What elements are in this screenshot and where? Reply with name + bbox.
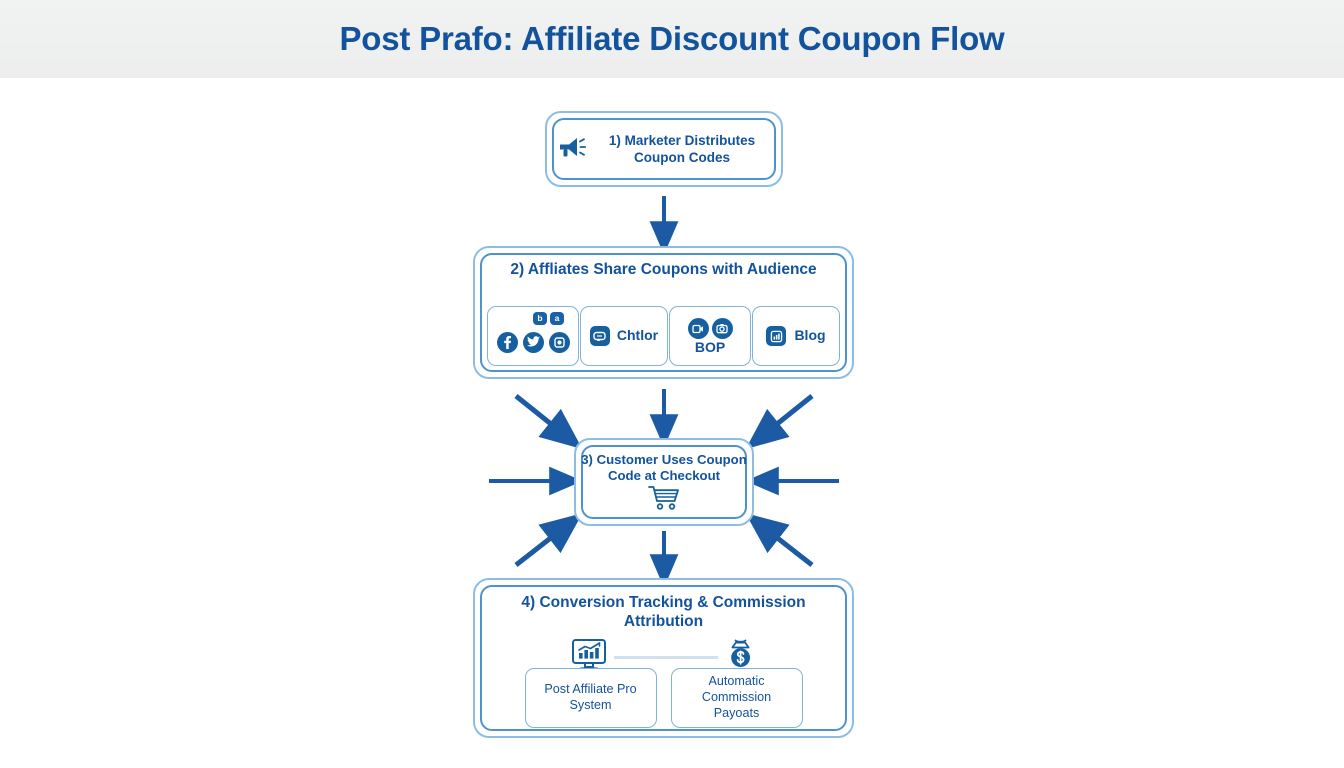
chip-blog-label: Blog <box>794 327 826 344</box>
step1-inner-border <box>552 118 776 180</box>
step3-title: 3) Customer Uses Coupon Code at Checkout <box>581 452 747 484</box>
header-band <box>0 0 1344 78</box>
arrow-top-right-to-step3 <box>745 394 814 450</box>
step3-box[interactable]: 3) Customer Uses Coupon Code at Checkout <box>574 438 754 526</box>
chip-bop-label: BOP <box>694 339 726 356</box>
megaphone-icon <box>557 135 587 164</box>
shopping-cart-icon <box>576 485 752 516</box>
chip-social-networks[interactable]: b a <box>487 306 579 366</box>
step4-box[interactable]: 4) Conversion Tracking & Commission Attr… <box>473 578 854 738</box>
step2-title: 2) Affliates Share Coupons with Audience <box>510 261 817 278</box>
badge-a-icon: a <box>550 312 564 325</box>
icon-connector-line <box>613 656 718 659</box>
subbox-automatic-commission-payouts[interactable]: Automatic Commission Payoats <box>670 668 803 728</box>
chart-square-icon <box>766 326 787 346</box>
chat-bubble-icon <box>589 326 610 346</box>
step3-inner-border <box>581 445 747 519</box>
step4-title: 4) Conversion Tracking & Commission Attr… <box>521 594 806 630</box>
arrow-bottom-left-to-step3 <box>514 513 583 567</box>
step4-subbox-row: Post Affiliate Pro System Automatic Comm… <box>497 668 830 728</box>
step1-label: 1) Marketer Distributes Coupon Codes <box>608 132 756 165</box>
chip-chtlor[interactable]: Chtlor <box>580 306 668 366</box>
chip-blog[interactable]: Blog <box>752 306 840 366</box>
money-bag-dollar-icon <box>724 638 758 677</box>
arrow-top-left-to-step3 <box>514 394 583 450</box>
arrow-bottom-right-to-step3 <box>745 513 814 567</box>
instagram-icon <box>548 331 570 353</box>
step2-chip-row: b a <box>487 306 840 366</box>
facebook-icon <box>496 331 518 353</box>
page-title: Post Prafo: Affiliate Discount Coupon Fl… <box>339 20 1005 57</box>
step2-box[interactable]: 2) Affliates Share Coupons with Audience… <box>473 246 854 379</box>
subbox-post-affiliate-pro[interactable]: Post Affiliate Pro System <box>524 668 657 728</box>
twitter-icon <box>522 331 544 353</box>
chip-chtlor-label: Chtlor <box>616 327 659 344</box>
badge-b-icon: b <box>533 312 547 325</box>
video-icon <box>687 318 709 340</box>
camera-icon <box>711 318 733 340</box>
social-mini-badges: b a <box>533 312 564 325</box>
step1-box[interactable]: 1) Marketer Distributes Coupon Codes <box>545 111 783 187</box>
chip-bop[interactable]: BOP <box>669 306 751 366</box>
